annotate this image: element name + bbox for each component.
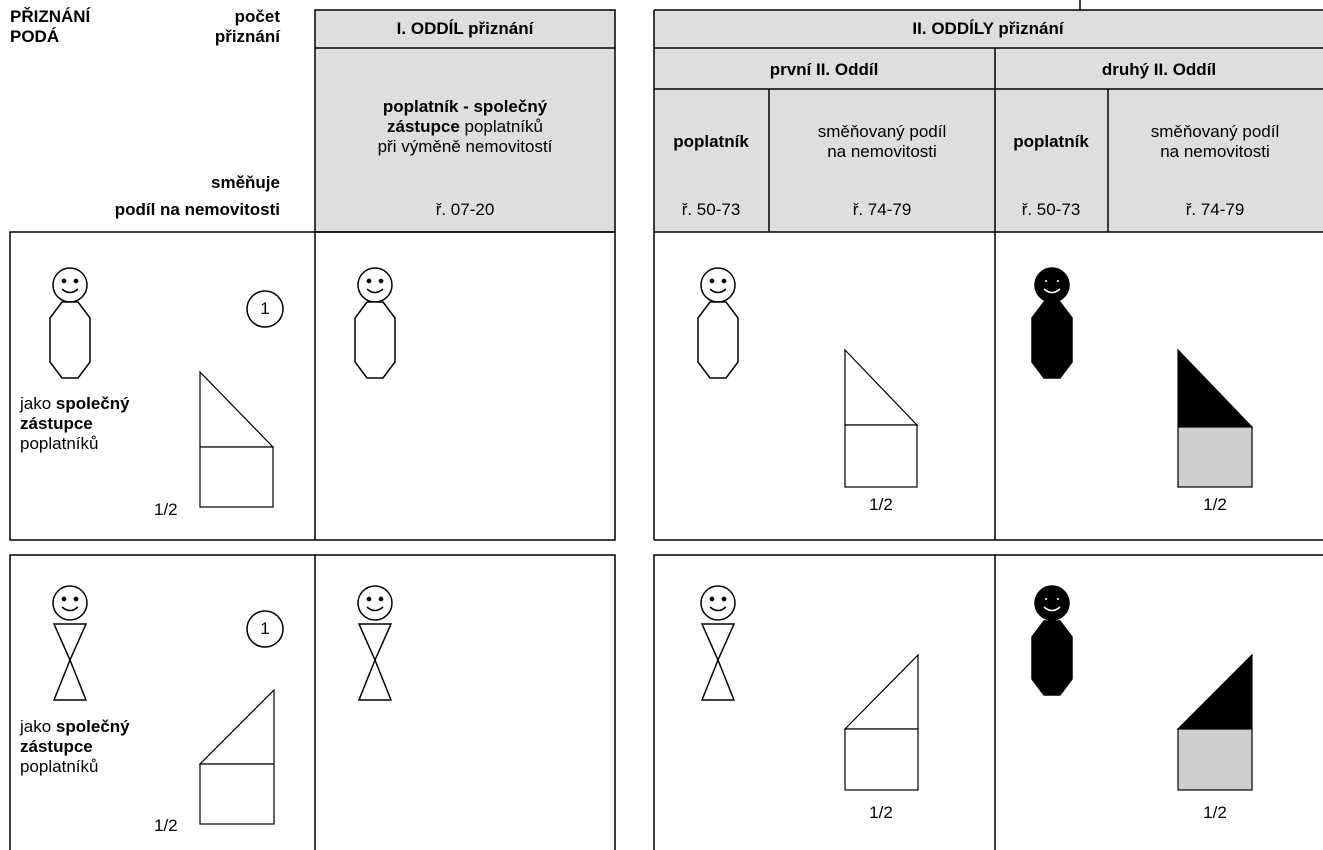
zastupce-text: zástupce [20,737,93,756]
house-share-filled-icon [1177,348,1254,488]
rows-label: ř. 50-73 [681,200,741,219]
house-share-icon [843,653,919,791]
role-description: jako společný zástupce poplatníků [20,394,130,454]
poplatniku-text: poplatníků [20,434,99,453]
podil-label: podíl na nemovitosti [114,200,280,219]
person-octagon-black-icon [1031,585,1073,696]
section1-description: poplatník - společný zástupce poplatníků… [378,97,553,157]
role-description: jako společný zástupce poplatníků [20,717,130,777]
rows-label: ř. 74-79 [852,200,912,219]
row1-boxes [9,231,1323,541]
section1-desc-2: při výměně nemovitostí [377,137,553,156]
section1-desc-bold: poplatník - společný zástupce [382,97,548,136]
smenovany-podil-label: směňovaný podíl na nemovitosti [817,122,947,161]
person-octagon-icon [49,267,91,379]
jako-text: jako [20,394,52,413]
section2-first-label: první II. Oddíl [769,60,879,79]
zastupce-text: zástupce [20,414,93,433]
share-fraction: 1/2 [154,500,178,519]
count-circle [246,610,284,648]
house-share-icon [199,370,275,508]
person-hourglass-icon [357,585,393,701]
section2-header-shade [654,10,1323,232]
poplatniku-text: poplatníků [20,757,99,776]
spolecny-text: společný [55,717,130,736]
count-number: 1 [260,299,270,318]
section1-header-shade [315,10,615,232]
priznani-poda-label: PŘIZNÁNÍ PODÁ [10,7,91,46]
person-hourglass-icon [52,585,88,701]
smenovany-podil-label: směňovaný podíl na nemovitosti [1150,122,1280,161]
rows-label: ř. 50-73 [1021,200,1081,219]
person-octagon-icon [697,267,739,379]
jako-text: jako [20,717,52,736]
spolecny-text: společný [55,394,130,413]
section1-rows: ř. 07-20 [435,200,495,219]
section1-title: I. ODDÍL přiznání [396,19,534,38]
house-share-icon [198,688,275,825]
person-octagon-icon [354,267,396,379]
poplatnik-label: poplatník [1013,132,1089,151]
row2-boxes [9,554,1323,850]
house-share-filled-icon [1176,653,1253,791]
section2-second-label: druhý II. Oddíl [1101,60,1217,79]
smenuje-label: směňuje [211,173,280,192]
section2-title: II. ODDÍLY přiznání [912,19,1064,38]
count-number: 1 [260,619,270,638]
house-share-icon [844,348,919,488]
rows-label: ř. 74-79 [1185,200,1245,219]
share-fraction: 1/2 [869,803,893,822]
count-circle [246,290,284,328]
share-fraction: 1/2 [1203,803,1227,822]
share-fraction: 1/2 [154,816,178,835]
share-fraction: 1/2 [1203,495,1227,514]
person-hourglass-icon [700,585,736,701]
share-fraction: 1/2 [869,495,893,514]
section2-header-grid [653,9,1323,233]
poplatnik-label: poplatník [673,132,749,151]
person-octagon-black-icon [1031,267,1073,379]
pocet-priznani-label: počet přiznání [214,7,280,46]
section1-desc-1: poplatníků [464,117,543,136]
